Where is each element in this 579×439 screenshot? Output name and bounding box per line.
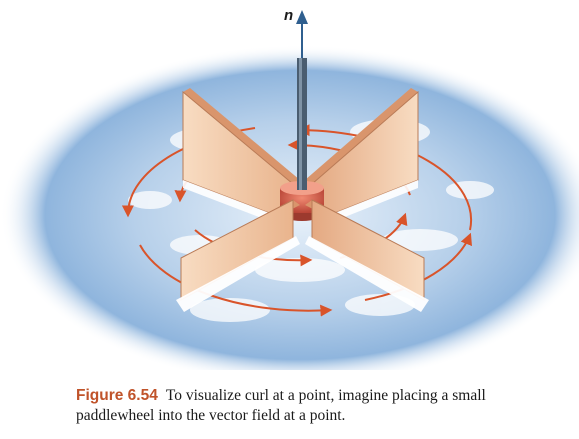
paddle-front-right xyxy=(305,199,429,312)
caption-text: To visualize curl at a point, imagine pl… xyxy=(76,387,486,424)
paddlewheel-diagram: n xyxy=(0,7,579,370)
figure-number: Figure 6.54 xyxy=(76,387,158,404)
paddlewheel-shaft xyxy=(297,58,307,190)
outer-flow-arrow xyxy=(297,124,473,231)
normal-vector-arrow: n xyxy=(284,7,308,58)
normal-vector-label: n xyxy=(284,7,293,24)
paddle-front-left xyxy=(176,199,300,312)
outer-flow-arrow xyxy=(364,232,472,301)
